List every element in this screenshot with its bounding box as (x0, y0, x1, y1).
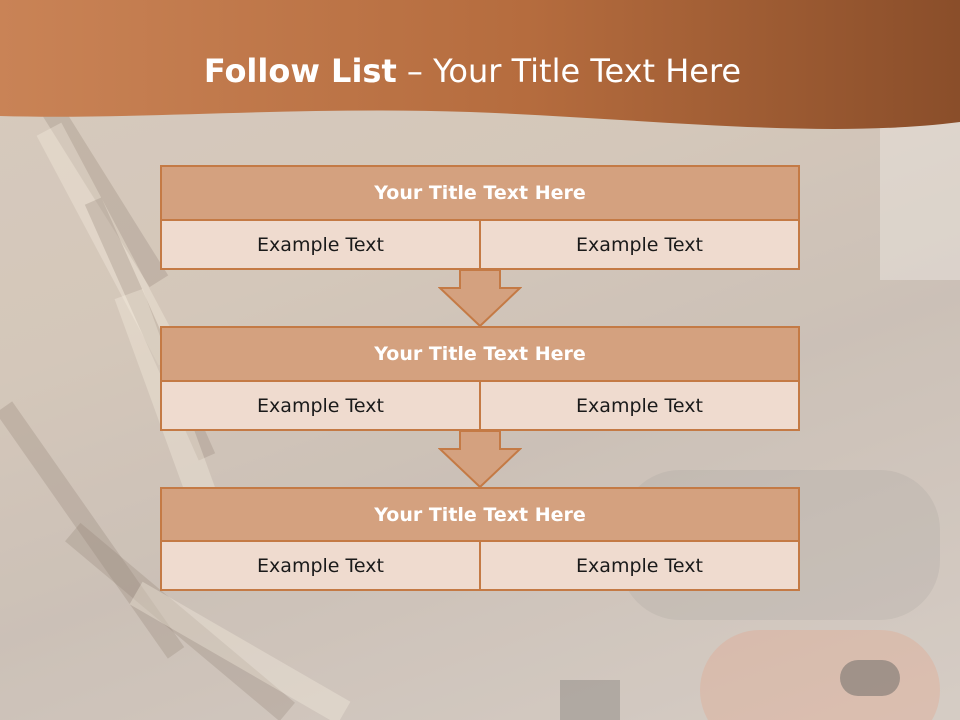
list-item-title: Your Title Text Here (160, 326, 800, 382)
list-item-right-text: Example Text (481, 542, 800, 591)
down-arrow-icon (438, 431, 522, 489)
list-item-row: Example Text Example Text (160, 542, 800, 591)
header-wave (0, 0, 960, 129)
list-item-left-text: Example Text (160, 382, 481, 431)
list-item-row: Example Text Example Text (160, 221, 800, 270)
list-item-left-text: Example Text (160, 542, 481, 591)
down-arrow-icon (438, 270, 522, 328)
title-rest: – Your Title Text Here (396, 52, 742, 90)
list-item-right-text: Example Text (481, 382, 800, 431)
list-item-title: Your Title Text Here (160, 165, 800, 221)
title-bold: Follow List (203, 52, 397, 90)
list-item: Your Title Text Here Example Text Exampl… (160, 165, 800, 270)
list-item: Your Title Text Here Example Text Exampl… (160, 487, 800, 591)
list-item-right-text: Example Text (481, 221, 800, 270)
header-band: Follow List – Your Title Text Here (0, 0, 960, 140)
slide-title: Follow List – Your Title Text Here (0, 52, 945, 90)
list-item-left-text: Example Text (160, 221, 481, 270)
list-item-row: Example Text Example Text (160, 382, 800, 431)
list-item: Your Title Text Here Example Text Exampl… (160, 326, 800, 431)
list-item-title: Your Title Text Here (160, 487, 800, 542)
